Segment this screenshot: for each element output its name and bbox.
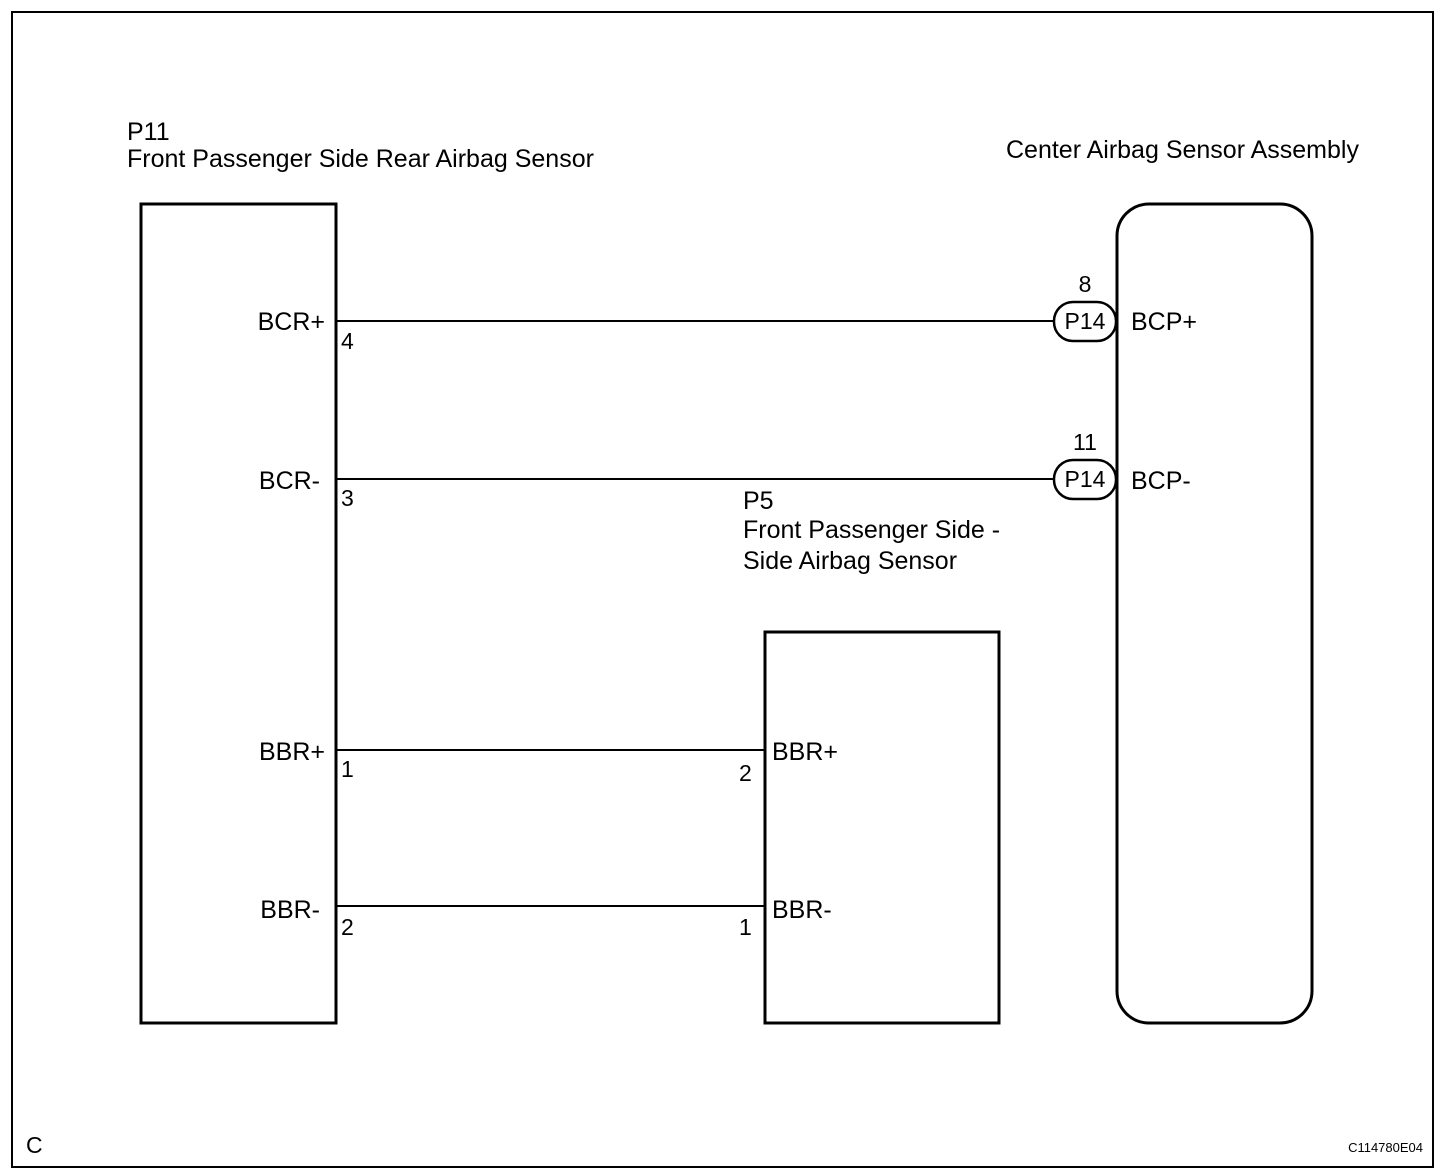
- right-component-box: [1115, 202, 1314, 1025]
- right-component-name: Center Airbag Sensor Assembly: [1006, 136, 1359, 164]
- left-pin-bcr-minus: 3: [341, 485, 354, 511]
- right-pin-bcp-minus: 11: [1073, 429, 1097, 455]
- figure-id: C114780E04: [1348, 1140, 1423, 1155]
- middle-terminal-bbr-plus: BBR+: [772, 738, 838, 766]
- middle-component-name-line2: Side Airbag Sensor: [743, 547, 957, 575]
- left-terminal-bcr-minus: BCR-: [259, 467, 320, 495]
- left-terminal-bbr-minus: BBR-: [260, 896, 320, 924]
- left-terminal-bcr-plus: BCR+: [258, 308, 325, 336]
- right-pin-bcp-plus: 8: [1079, 271, 1092, 297]
- connector-p14-pin11-label: P14: [1065, 466, 1106, 492]
- corner-letter: C: [26, 1132, 43, 1158]
- left-component-name: Front Passenger Side Rear Airbag Sensor: [127, 145, 594, 173]
- right-terminal-bcp-minus: BCP-: [1131, 467, 1191, 495]
- connector-p14-pin8: [1052, 300, 1118, 343]
- connector-p14-pin11: [1052, 458, 1118, 501]
- left-component-box: [139, 202, 338, 1025]
- middle-pin-bbr-minus: 1: [739, 914, 752, 940]
- middle-component-box: [763, 630, 1001, 1025]
- middle-terminal-bbr-minus: BBR-: [772, 896, 832, 924]
- left-pin-bbr-plus: 1: [341, 756, 354, 782]
- left-pin-bcr-plus: 4: [341, 328, 354, 354]
- left-pin-bbr-minus: 2: [341, 914, 354, 940]
- middle-pin-bbr-plus: 2: [739, 760, 752, 786]
- middle-component-name-line1: Front Passenger Side -: [743, 516, 1000, 544]
- left-component-code: P11: [127, 118, 170, 146]
- right-terminal-bcp-plus: BCP+: [1131, 308, 1197, 336]
- left-terminal-bbr-plus: BBR+: [259, 738, 325, 766]
- middle-component-code: P5: [743, 487, 774, 515]
- diagram-frame: [11, 11, 1434, 1168]
- connector-p14-pin8-label: P14: [1065, 308, 1106, 334]
